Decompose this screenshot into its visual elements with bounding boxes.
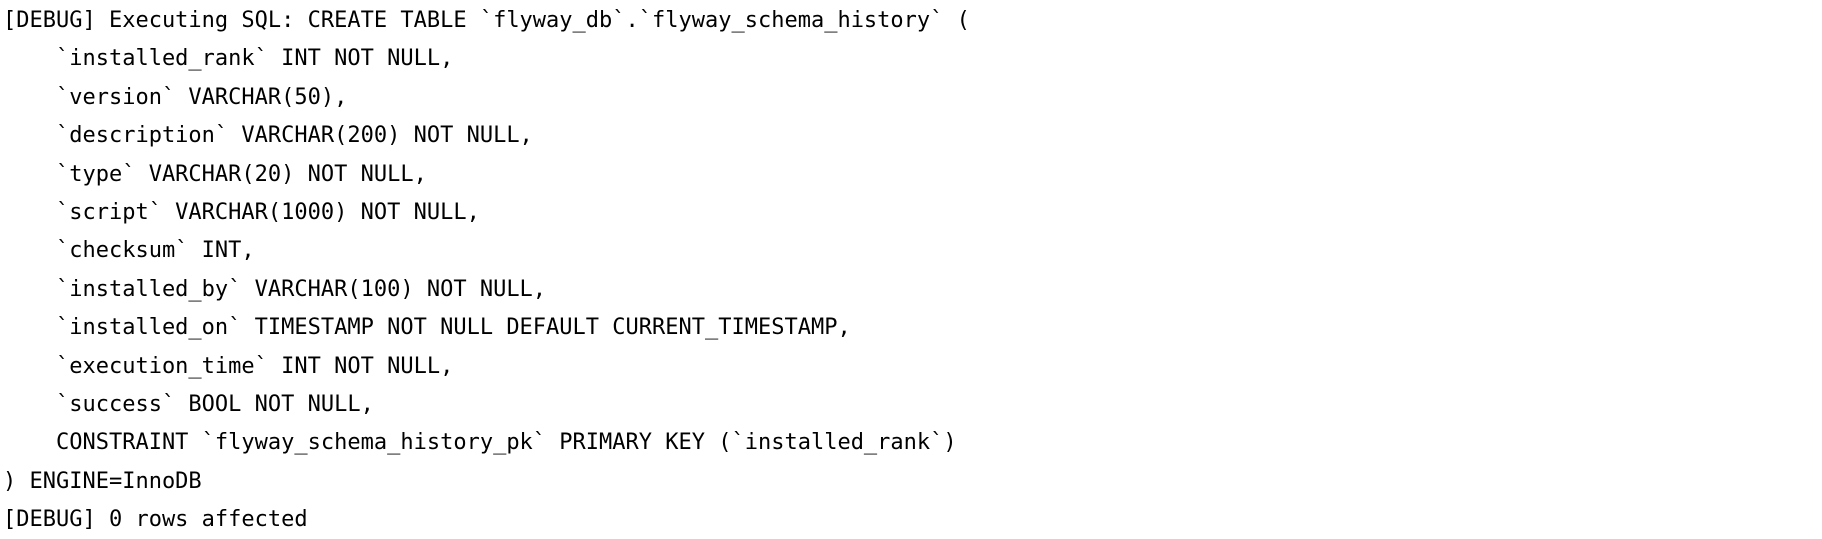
log-line-column-execution-time: `execution_time` INT NOT NULL, <box>3 353 454 379</box>
log-line-column-version: `version` VARCHAR(50), <box>3 84 348 110</box>
log-line-column-success: `success` BOOL NOT NULL, <box>3 391 374 417</box>
log-line-column-installed-on: `installed_on` TIMESTAMP NOT NULL DEFAUL… <box>3 315 851 341</box>
log-line-constraint-primary-key: CONSTRAINT `flyway_schema_history_pk` PR… <box>3 430 957 456</box>
log-line-debug-executing-sql: [DEBUG] Executing SQL: CREATE TABLE `fly… <box>3 8 970 33</box>
log-line-column-installed-by: `installed_by` VARCHAR(100) NOT NULL, <box>3 276 547 302</box>
log-line-debug-rows-affected: [DEBUG] 0 rows affected <box>3 507 308 533</box>
log-line-column-type: `type` VARCHAR(20) NOT NULL, <box>3 161 427 187</box>
log-line-engine: ) ENGINE=InnoDB <box>3 468 202 494</box>
log-line-column-script: `script` VARCHAR(1000) NOT NULL, <box>3 199 480 225</box>
log-line-column-description: `description` VARCHAR(200) NOT NULL, <box>3 123 533 149</box>
log-line-column-checksum: `checksum` INT, <box>3 238 255 264</box>
log-line-column-installed-rank: `installed_rank` INT NOT NULL, <box>3 46 454 72</box>
